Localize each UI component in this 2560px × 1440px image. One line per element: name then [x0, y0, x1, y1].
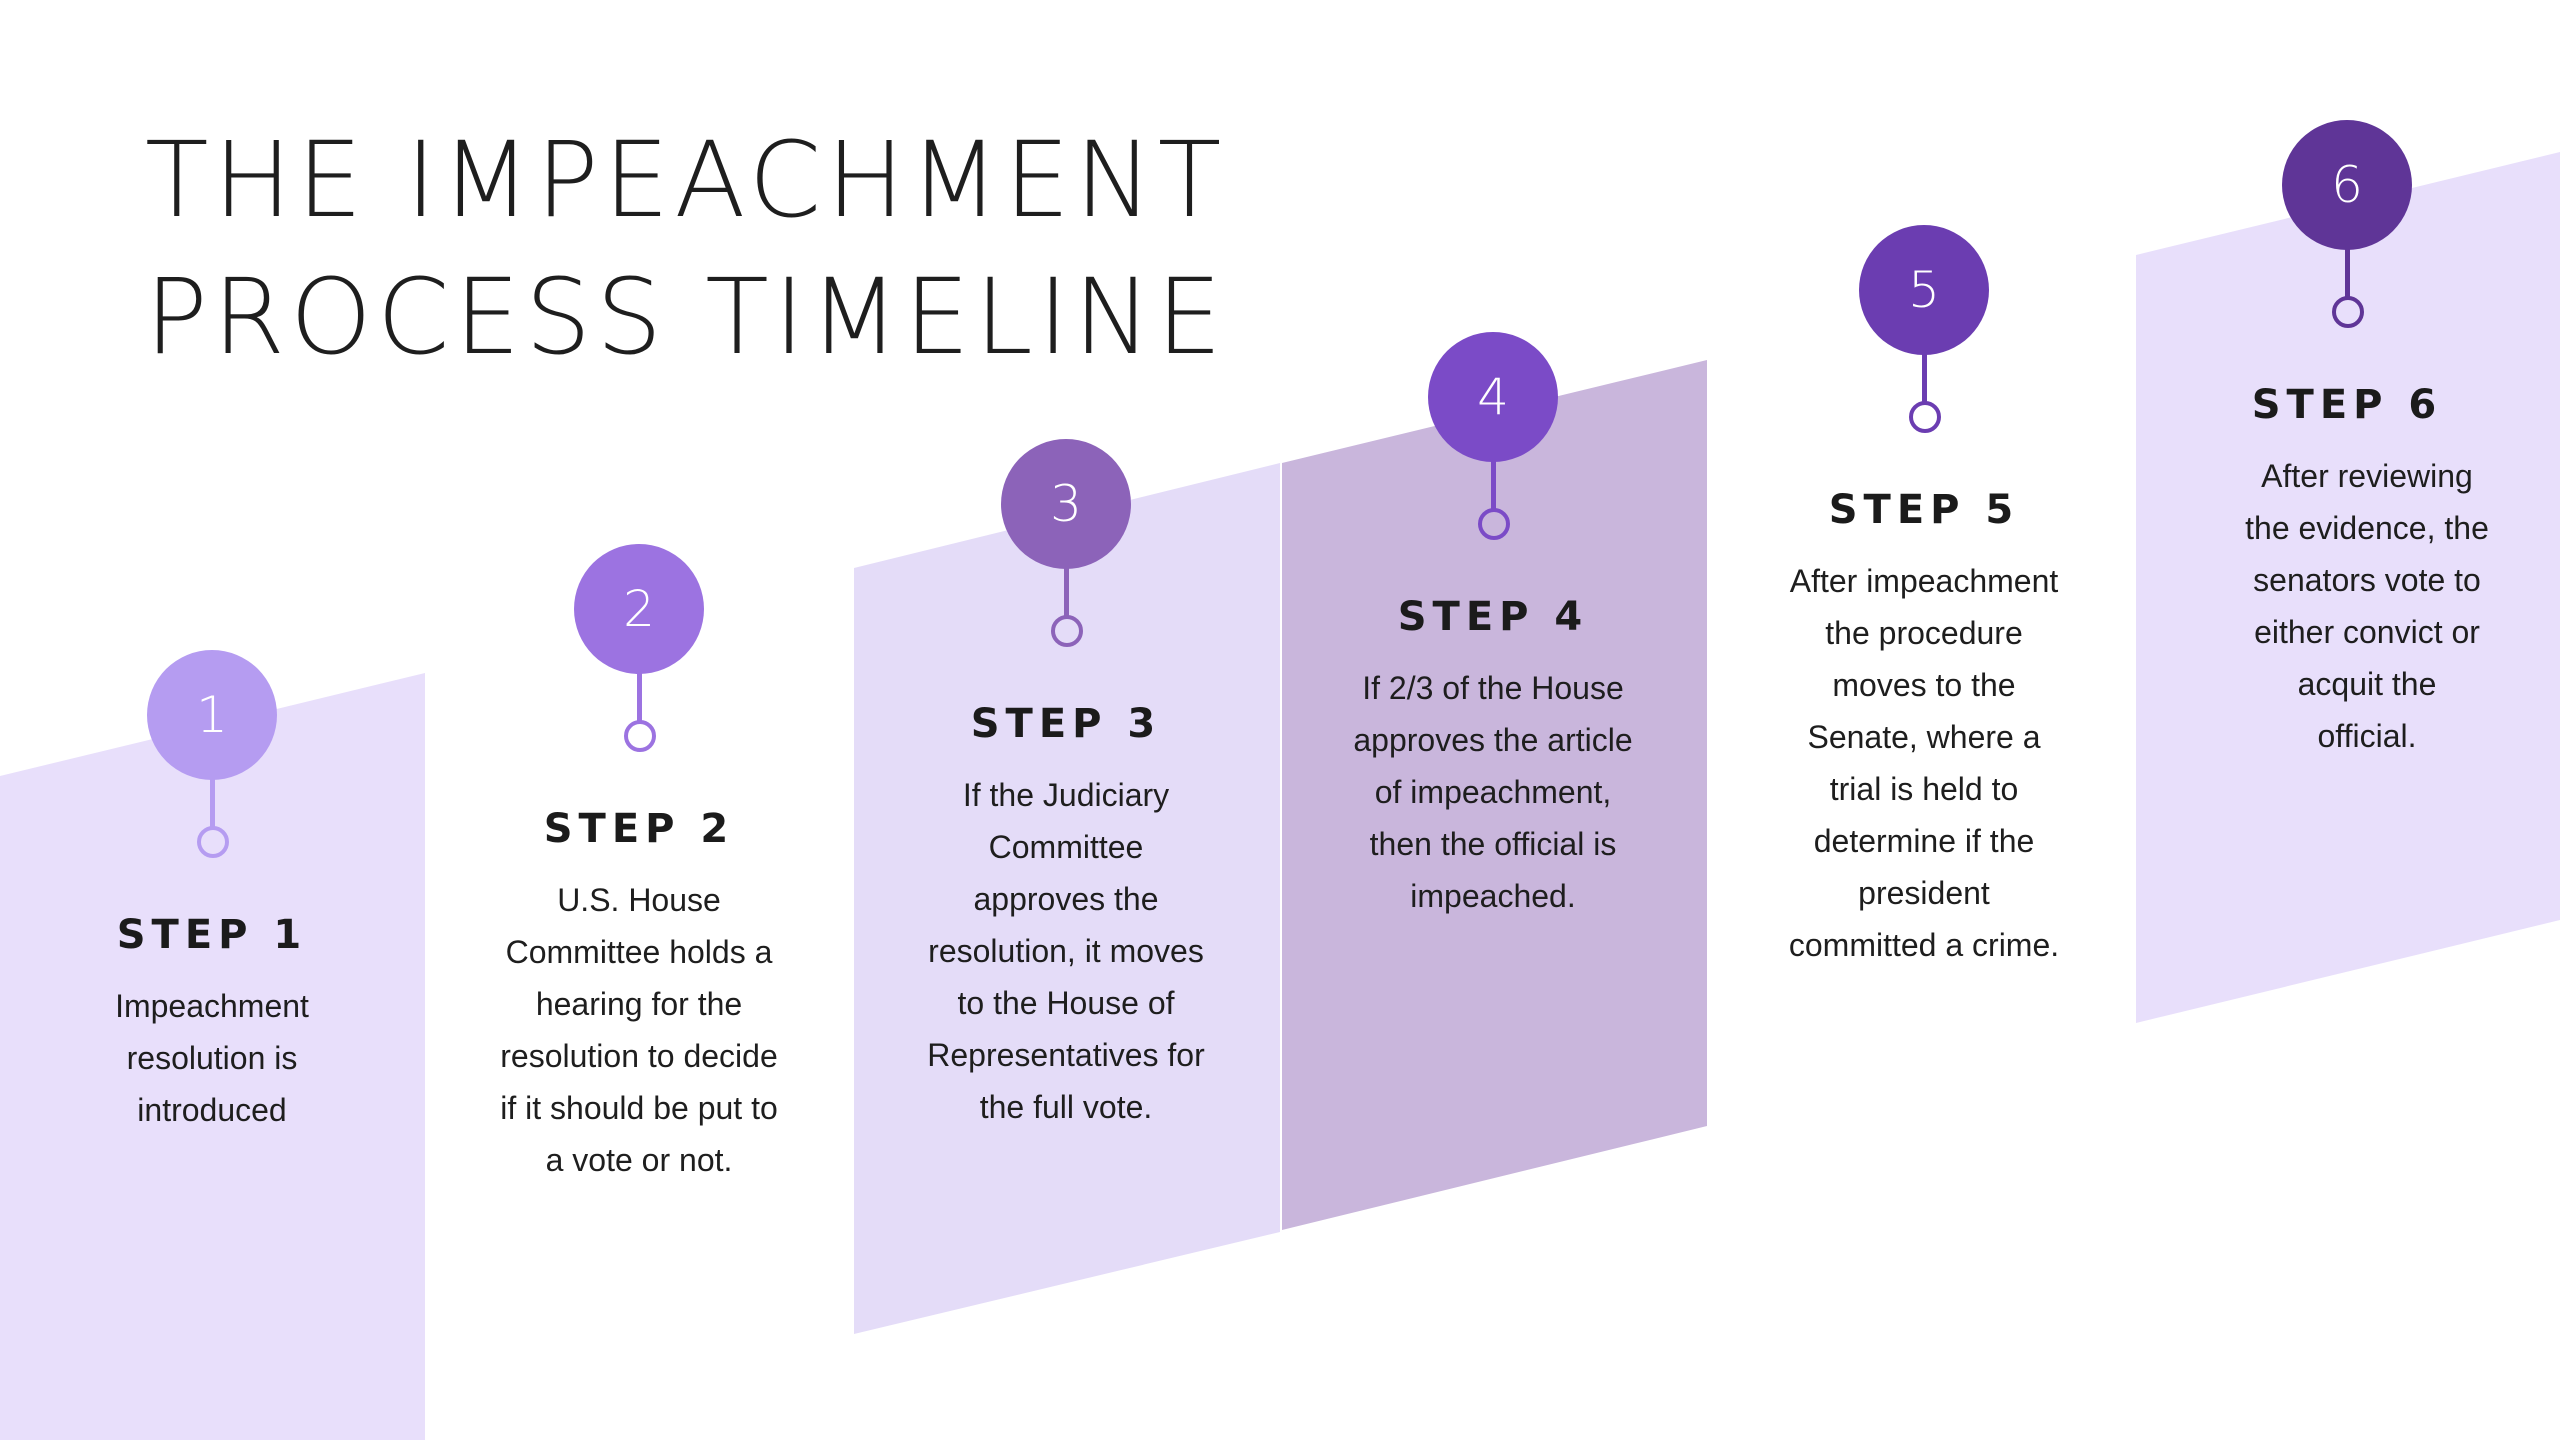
band-step-6 [2136, 152, 2560, 1023]
step-4-title: STEP 4 [1397, 594, 1589, 640]
step-2-number-badge: 2 [574, 544, 704, 674]
step-5-node-icon [1909, 401, 1941, 433]
step-4-line-3: of impeachment, [1374, 774, 1612, 810]
step-1-connector [210, 778, 215, 830]
band-step-3 [854, 463, 1280, 1334]
step-2-line-5: if it should be put to [500, 1090, 778, 1126]
band-step-1 [0, 673, 425, 1440]
step-1-line-1: Impeachment [115, 988, 309, 1024]
step-6-title: STEP 6 [2251, 382, 2443, 428]
step-1-line-3: introduced [137, 1092, 287, 1128]
step-6-line-2: the evidence, the [2245, 510, 2489, 546]
step-4-description: If 2/3 of the House approves the article… [1323, 662, 1663, 922]
step-5-line-6: determine if the [1813, 823, 2035, 859]
step-5-line-5: trial is held to [1829, 771, 2019, 807]
step-4-line-5: impeached. [1410, 878, 1576, 914]
step-3-title: STEP 3 [970, 701, 1162, 747]
step-4-number-badge: 4 [1428, 332, 1558, 462]
step-5-line-8: committed a crime. [1788, 927, 2060, 963]
step-6-line-6: official. [2317, 718, 2417, 754]
step-1-line-2: resolution is [126, 1040, 298, 1076]
step-2-description: U.S. House Committee holds a hearing for… [469, 874, 809, 1186]
step-6-line-5: acquit the [2297, 666, 2437, 702]
step-3-description: If the Judiciary Committee approves the … [896, 769, 1236, 1133]
step-5-line-3: moves to the [1832, 667, 2016, 703]
step-1-title: STEP 1 [116, 912, 308, 958]
step-2-title: STEP 2 [543, 806, 735, 852]
step-4-line-4: then the official is [1369, 826, 1617, 862]
step-2-connector [637, 672, 642, 724]
step-5-title: STEP 5 [1828, 487, 2020, 533]
step-2-node-icon [624, 720, 656, 752]
step-5-connector [1922, 353, 1927, 405]
page-title-line-2: PROCESS TIMELINE [145, 256, 1228, 378]
step-6-line-4: either convict or [2254, 614, 2480, 650]
step-5-line-2: the procedure [1825, 615, 2023, 651]
step-4-node-icon [1478, 508, 1510, 540]
step-6-node-icon [2332, 296, 2364, 328]
step-3-line-3: approves the [973, 881, 1159, 917]
step-3-line-1: If the Judiciary [962, 777, 1170, 813]
step-1-node-icon [197, 826, 229, 858]
step-6-number-badge: 6 [2282, 120, 2412, 250]
step-5-line-1: After impeachment [1789, 563, 2059, 599]
step-3-line-2: Committee [988, 829, 1144, 865]
step-3-line-7: the full vote. [979, 1089, 1153, 1125]
step-5-line-4: Senate, where a [1807, 719, 2041, 755]
step-3-line-4: resolution, it moves [928, 933, 1204, 969]
step-6-line-1: After reviewing [2261, 458, 2473, 494]
step-3-node-icon [1051, 615, 1083, 647]
step-4-line-1: If 2/3 of the House [1362, 670, 1624, 706]
step-5-description: After impeachment the procedure moves to… [1754, 555, 2094, 971]
step-5-line-7: president [1858, 875, 1990, 911]
step-4-line-2: approves the article [1353, 722, 1633, 758]
step-6-connector [2345, 248, 2350, 300]
step-3-line-5: to the House of [957, 985, 1175, 1021]
step-6-line-3: senators vote to [2253, 562, 2481, 598]
step-5-number-badge: 5 [1859, 225, 1989, 355]
step-1-description: Impeachment resolution is introduced [42, 980, 382, 1136]
band-step-4 [1282, 360, 1707, 1230]
page-title-line-1: THE IMPEACHMENT [145, 119, 1227, 241]
step-2-line-3: hearing for the [535, 986, 743, 1022]
step-6-description: After reviewing the evidence, the senato… [2197, 450, 2537, 762]
step-2-line-2: Committee holds a [505, 934, 773, 970]
step-1-number-badge: 1 [147, 650, 277, 780]
step-2-line-1: U.S. House [557, 882, 721, 918]
step-2-line-4: resolution to decide [500, 1038, 778, 1074]
step-4-connector [1491, 460, 1496, 512]
step-3-line-6: Representatives for [927, 1037, 1205, 1073]
step-3-connector [1064, 567, 1069, 619]
step-2-line-6: a vote or not. [545, 1142, 733, 1178]
step-3-number-badge: 3 [1001, 439, 1131, 569]
